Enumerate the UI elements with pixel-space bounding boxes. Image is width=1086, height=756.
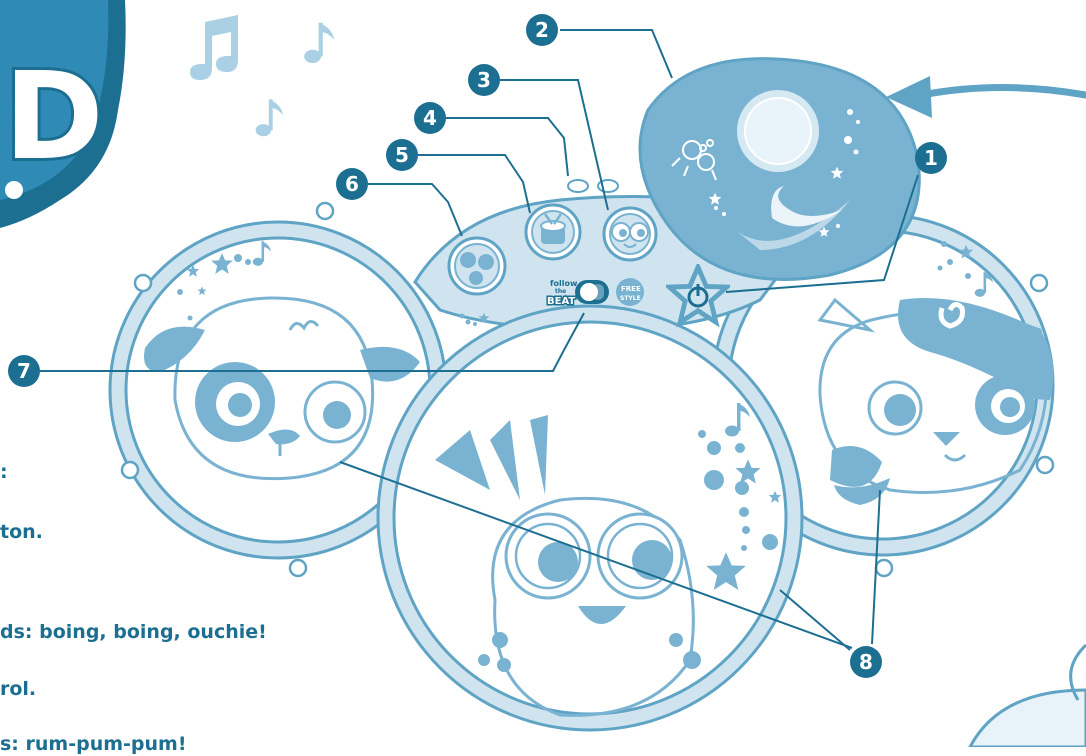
svg-text:follow: follow — [550, 279, 578, 288]
svg-text:2: 2 — [535, 18, 549, 42]
title-logo: D — [0, 0, 126, 228]
svg-text:8: 8 — [859, 650, 873, 674]
svg-text:BEAT: BEAT — [547, 296, 575, 307]
callout-7: 7 — [8, 355, 40, 387]
title-letter: D — [4, 48, 104, 187]
center-drum-pad — [378, 306, 802, 730]
svg-text:STYLE: STYLE — [620, 295, 641, 302]
callout-2: 2 — [526, 14, 558, 46]
callout-1: 1 — [915, 142, 947, 174]
svg-text:the: the — [555, 288, 566, 295]
callout-5: 5 — [386, 139, 418, 171]
mode-switch[interactable] — [575, 280, 609, 304]
svg-text:5: 5 — [395, 143, 409, 167]
svg-text:4: 4 — [423, 106, 437, 130]
free-style-label: FREE STYLE — [616, 278, 644, 306]
callout-8: 8 — [850, 646, 882, 678]
svg-text:7: 7 — [17, 359, 31, 383]
instruction-line-3: ds: boing, boing, ouchie! — [0, 620, 267, 644]
instruction-line-2: ton. — [0, 520, 43, 544]
svg-text:1: 1 — [924, 146, 938, 170]
music-note-icon — [190, 15, 334, 136]
eyes-mode-button[interactable] — [604, 208, 656, 260]
instruction-line-4: rol. — [0, 677, 36, 701]
svg-text:3: 3 — [477, 68, 491, 92]
instruction-line-1: : — [0, 460, 8, 484]
next-page-illustration — [970, 690, 1086, 747]
friends-mode-button[interactable] — [449, 238, 505, 294]
svg-text:FREE: FREE — [621, 285, 641, 293]
instruction-line-5: s: rum-pum-pum! — [0, 732, 187, 756]
arrow-icon — [886, 76, 1086, 118]
svg-text:6: 6 — [345, 172, 359, 196]
drum-mode-button[interactable] — [526, 205, 580, 259]
callout-3: 3 — [468, 64, 500, 96]
callout-6: 6 — [336, 168, 368, 200]
callout-4: 4 — [414, 102, 446, 134]
